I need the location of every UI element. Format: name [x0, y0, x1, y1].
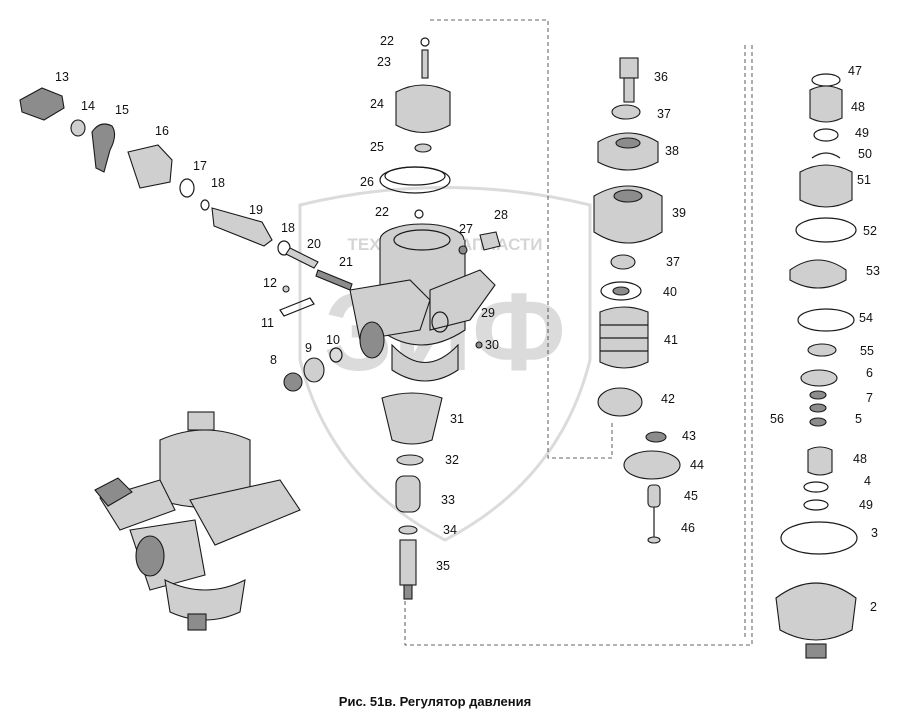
callout-32: 32 [445, 453, 459, 467]
callout-54: 54 [859, 311, 873, 325]
left-parts [19, 87, 353, 392]
callout-28: 28 [494, 208, 508, 222]
callout-15: 15 [115, 103, 129, 117]
callout-31: 31 [450, 412, 464, 426]
callout-23: 23 [377, 55, 391, 69]
callout-14: 14 [81, 99, 95, 113]
callout-20: 20 [307, 237, 321, 251]
callout-9: 9 [305, 341, 312, 355]
callout-22-lower: 22 [375, 205, 389, 219]
callout-43: 43 [682, 429, 696, 443]
callout-41: 41 [664, 333, 678, 347]
figure-caption: Рис. 51в. Регулятор давления [339, 694, 531, 709]
callout-11: 11 [261, 316, 274, 330]
callouts: 2 3 4 5 6 7 8 9 10 11 12 13 14 15 16 17 … [55, 34, 880, 614]
callout-21: 21 [339, 255, 353, 269]
regulator-body [349, 223, 501, 382]
callout-50: 50 [858, 147, 872, 161]
callout-30: 30 [485, 338, 499, 352]
callout-39: 39 [672, 206, 686, 220]
callout-26: 26 [360, 175, 374, 189]
callout-10: 10 [326, 333, 340, 347]
callout-44: 44 [690, 458, 704, 472]
callout-33: 33 [441, 493, 455, 507]
callout-18-lower: 18 [281, 221, 295, 235]
callout-37-upper: 37 [657, 107, 671, 121]
callout-53: 53 [866, 264, 880, 278]
callout-6: 6 [866, 366, 873, 380]
callout-18-upper: 18 [211, 176, 225, 190]
callout-4: 4 [864, 474, 871, 488]
callout-34: 34 [443, 523, 457, 537]
callout-48-upper: 48 [851, 100, 865, 114]
callout-22-upper: 22 [380, 34, 394, 48]
callout-47: 47 [848, 64, 862, 78]
callout-12: 12 [263, 276, 277, 290]
callout-3: 3 [871, 526, 878, 540]
callout-45: 45 [684, 489, 698, 503]
callout-5: 5 [855, 412, 862, 426]
callout-7: 7 [866, 391, 873, 405]
callout-2: 2 [870, 600, 877, 614]
callout-8: 8 [270, 353, 277, 367]
callout-16: 16 [155, 124, 169, 138]
callout-13: 13 [55, 70, 69, 84]
callout-52: 52 [863, 224, 877, 238]
callout-24: 24 [370, 97, 384, 111]
far-right-column-parts [775, 73, 858, 659]
callout-46: 46 [681, 521, 695, 535]
callout-17: 17 [193, 159, 207, 173]
callout-56: 56 [770, 412, 784, 426]
callout-36: 36 [654, 70, 668, 84]
callout-25: 25 [370, 140, 384, 154]
callout-19: 19 [249, 203, 263, 217]
callout-40: 40 [663, 285, 677, 299]
callout-48-lower: 48 [853, 452, 867, 466]
callout-37-lower: 37 [666, 255, 680, 269]
callout-55: 55 [860, 344, 874, 358]
callout-27: 27 [459, 222, 473, 236]
center-stack [379, 37, 451, 600]
callout-42: 42 [661, 392, 675, 406]
callout-51: 51 [857, 173, 871, 187]
callout-29: 29 [481, 306, 495, 320]
right-column-parts [593, 57, 681, 544]
assembled-view [94, 411, 301, 631]
assembly-lines [404, 19, 753, 646]
callout-49-lower: 49 [859, 498, 873, 512]
callout-38: 38 [665, 144, 679, 158]
callout-49-upper: 49 [855, 126, 869, 140]
callout-35: 35 [436, 559, 450, 573]
